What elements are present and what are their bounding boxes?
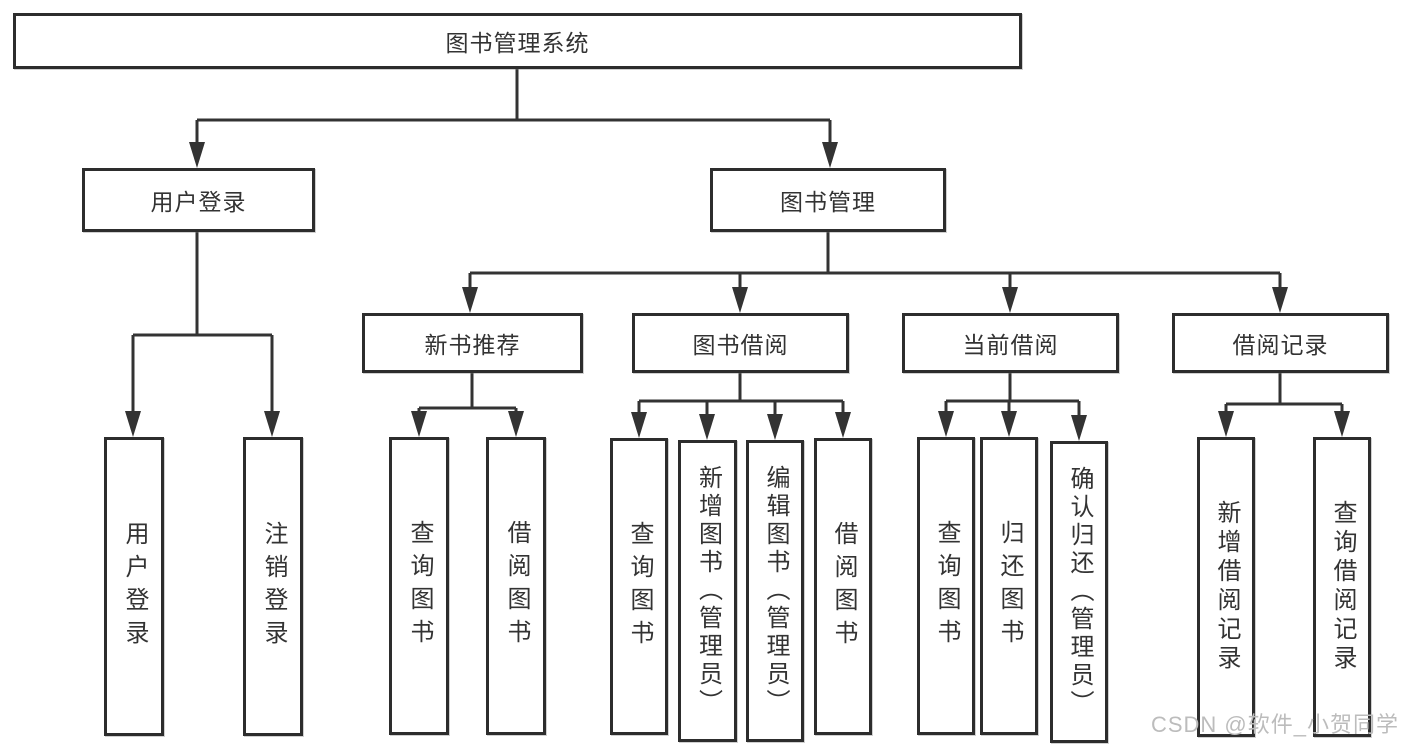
node-bb-add-books-admin: 新增图书（管理员）	[678, 440, 737, 742]
csdn-watermark: CSDN @软件_小贺同学	[1150, 712, 1399, 737]
node-book-borrowing: 图书借阅	[632, 313, 849, 373]
node-leaf-logout: 注销登录	[243, 437, 303, 736]
node-bb-edit-books-admin: 编辑图书（管理员）	[746, 440, 804, 742]
node-leaf-user-login: 用户登录	[104, 437, 164, 736]
edge-user-login-children	[125, 232, 280, 437]
edge-root-to-level2	[189, 69, 838, 168]
node-borrowing-records: 借阅记录	[1172, 313, 1389, 373]
node-new-book-recommend: 新书推荐	[362, 313, 583, 373]
node-cb-confirm-return-admin: 确认归还（管理员）	[1050, 441, 1108, 743]
node-current-borrowing: 当前借阅	[902, 313, 1119, 373]
node-nb-borrow-books: 借阅图书	[486, 437, 546, 735]
node-bb-query-books: 查询图书	[610, 438, 668, 735]
node-br-query-record: 查询借阅记录	[1313, 437, 1371, 737]
edge-current-borrowing-children	[938, 373, 1087, 441]
edge-book-management-children	[462, 232, 1288, 313]
node-bb-borrow-books: 借阅图书	[814, 438, 872, 735]
node-library-management-system: 图书管理系统	[13, 13, 1022, 69]
node-user-login-group: 用户登录	[82, 168, 315, 232]
node-book-management: 图书管理	[710, 168, 946, 232]
node-nb-query-books: 查询图书	[389, 437, 449, 735]
node-cb-return-books: 归还图书	[980, 437, 1038, 735]
edge-new-book-recommend-children	[411, 373, 524, 437]
edge-book-borrowing-children	[631, 373, 851, 440]
edge-borrowing-records-children	[1218, 373, 1350, 437]
node-br-add-record: 新增借阅记录	[1197, 437, 1255, 737]
node-cb-query-books: 查询图书	[917, 437, 975, 735]
